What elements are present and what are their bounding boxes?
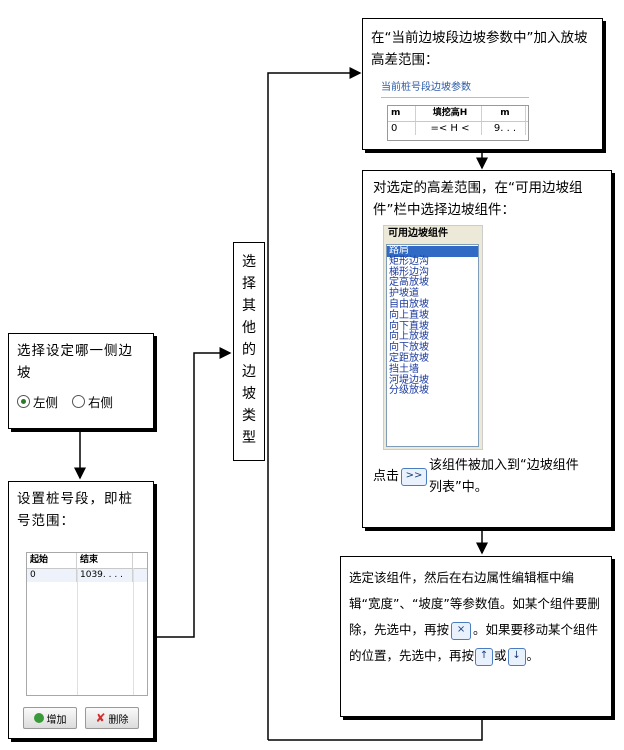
table-row[interactable]: 0 =< H < 9. . .	[388, 122, 528, 135]
col-header-end: 结束	[77, 553, 133, 568]
col-header-start: 起始	[27, 553, 77, 568]
add-icon	[33, 713, 44, 723]
height-range-box: 在“当前边坡段边坡参数中”加入放坡高差范围： 当前桩号段边坡参数 m 填挖高H …	[362, 18, 603, 150]
radio-left[interactable]: 左侧	[17, 392, 58, 411]
or-text: 或	[494, 648, 507, 663]
delete-button-label: 删除	[108, 714, 129, 726]
list-item[interactable]: 路肩	[387, 245, 478, 257]
height-range-text: 在“当前边坡段边坡参数中”加入放坡高差范围：	[371, 30, 588, 68]
delete-component-icon[interactable]: ×	[451, 621, 472, 640]
radio-checked-icon	[17, 395, 30, 408]
add-to-list-icon[interactable]: >>	[401, 468, 428, 486]
click-text: 点击	[373, 469, 400, 484]
list-item[interactable]: 河堤边坡	[389, 374, 429, 386]
table-row[interactable]: 0 1039. . . .	[27, 569, 147, 582]
end-text: 。	[526, 648, 540, 663]
arrow-type-to-height	[267, 67, 362, 740]
move-down-icon[interactable]: ↓	[507, 647, 526, 666]
radio-right[interactable]: 右侧	[72, 392, 113, 411]
list-item[interactable]: 向上直坡	[389, 309, 429, 321]
radio-left-label: 左侧	[33, 395, 59, 410]
stake-table: 起始 结束 0 1039. . . .	[26, 552, 148, 696]
list-item[interactable]: 定高放坡	[389, 277, 429, 289]
edit-text-1: 选定该组件，然后在右边属性编辑框中编辑“宽度”、“坡度”等参数值。如某个组件要删…	[349, 570, 600, 637]
radio-right-label: 右侧	[88, 395, 114, 410]
available-components-panel: 可用边坡组件 路肩矩形边沟梯形边沟定高放坡护坡道自由放坡向上直坡向下直坡向上放坡…	[383, 225, 483, 450]
arrow-stake-to-type	[152, 347, 232, 638]
stake-range-box: 设置桩号段，即桩号范围： 起始 结束 0 1039. . . . 增加 ✘ 删除	[8, 481, 154, 739]
current-slope-params-group: 当前桩号段边坡参数 m 填挖高H m 0 =< H < 9. . .	[381, 81, 529, 141]
list-item[interactable]: 向上放坡	[389, 331, 429, 343]
component-select-box: 对选定的高差范围，在“可用边坡组件”栏中选择边坡组件： 可用边坡组件 路肩矩形边…	[362, 170, 612, 528]
edit-text-2: 。如果要移动某个组件的位置，先选中，再按	[349, 622, 599, 663]
line-edit-return	[268, 718, 483, 741]
other-slope-type-text: 选择其他的边坡类型	[242, 254, 256, 446]
move-up-icon[interactable]: ↑	[475, 647, 494, 666]
list-item[interactable]: 分级放坡	[389, 385, 429, 397]
add-button-label: 增加	[46, 714, 67, 726]
list-item[interactable]: 向下直坡	[389, 320, 429, 332]
side-select-text: 选择设定哪一侧边坡	[17, 343, 133, 381]
side-select-box: 选择设定哪一侧边坡 左侧 右侧	[8, 333, 154, 429]
list-item[interactable]: 矩形边沟	[389, 255, 429, 267]
delete-icon: ✘	[95, 711, 106, 725]
add-button[interactable]: 增加	[23, 707, 77, 729]
added-text: 该组件被加入到“边坡组件列表”中。	[429, 458, 579, 495]
delete-button[interactable]: ✘ 删除	[85, 707, 139, 729]
list-item[interactable]: 挡土墙	[389, 363, 419, 375]
other-slope-type-box: 选择其他的边坡类型	[233, 242, 265, 461]
radio-unchecked-icon	[72, 395, 86, 408]
stake-range-text: 设置桩号段，即桩号范围：	[17, 491, 133, 529]
group-title: 当前桩号段边坡参数	[381, 82, 471, 93]
component-list: 路肩矩形边沟梯形边沟定高放坡护坡道自由放坡向上直坡向下直坡向上放坡向下放坡定距放…	[386, 244, 479, 447]
list-item[interactable]: 自由放坡	[389, 298, 429, 310]
edit-component-box: 选定该组件，然后在右边属性编辑框中编辑“宽度”、“坡度”等参数值。如某个组件要删…	[340, 556, 612, 717]
list-item[interactable]: 向下放坡	[389, 342, 429, 354]
component-select-text: 对选定的高差范围，在“可用边坡组件”栏中选择边坡组件：	[373, 180, 583, 218]
list-title: 可用边坡组件	[388, 228, 448, 239]
list-item[interactable]: 护坡道	[389, 288, 419, 300]
list-item[interactable]: 梯形边沟	[389, 266, 429, 278]
list-item[interactable]: 定距放坡	[389, 352, 429, 364]
